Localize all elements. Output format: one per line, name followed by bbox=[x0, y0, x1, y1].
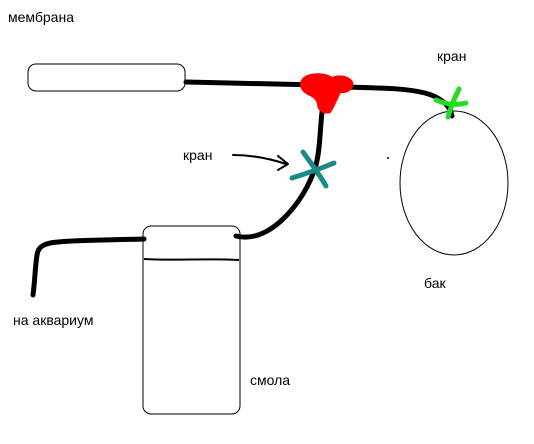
tank-label: бак bbox=[424, 275, 446, 291]
arrow-right-icon bbox=[232, 154, 289, 171]
valve-middle-label: кран bbox=[183, 147, 213, 163]
tee-junction-blob bbox=[300, 73, 354, 114]
valve-top-label: кран bbox=[437, 48, 467, 64]
membrane-label: мембрана bbox=[8, 9, 74, 25]
to-aquarium-label: на аквариум bbox=[13, 312, 94, 328]
valve-middle-icon bbox=[289, 149, 337, 189]
pipe-membrane-to-tee bbox=[183, 79, 321, 88]
membrane-housing bbox=[27, 63, 186, 92]
pipe-tee-to-tank bbox=[342, 84, 455, 119]
valve-top-icon bbox=[433, 86, 469, 120]
resin-column bbox=[142, 225, 241, 415]
resin-level-line bbox=[143, 258, 240, 261]
stray-dot bbox=[387, 157, 389, 159]
tank bbox=[399, 110, 509, 256]
pipe-resin-to-aquarium bbox=[30, 236, 147, 298]
pipe-tee-to-resin bbox=[233, 109, 325, 240]
resin-label: смола bbox=[250, 372, 291, 388]
